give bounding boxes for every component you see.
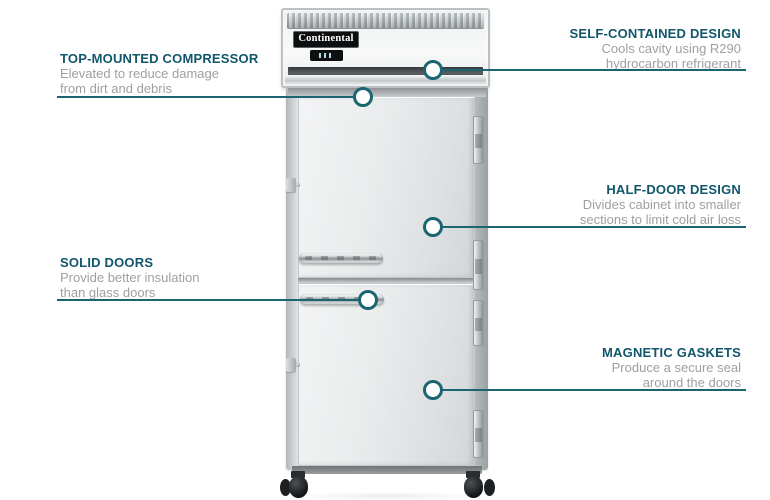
brand-logo: Continental <box>293 31 359 48</box>
cabinet <box>286 88 488 470</box>
door-divider <box>298 278 476 283</box>
self-contained-design-marker <box>423 60 443 80</box>
hinge-top-upper <box>473 116 484 164</box>
callout-half-door-design: HALF-DOOR DESIGN Divides cabinet into sm… <box>580 182 741 227</box>
callout-title: TOP-MOUNTED COMPRESSOR <box>60 51 259 66</box>
bottom-rail <box>292 466 482 474</box>
half-door-design-marker <box>423 217 443 237</box>
vent-slot <box>288 67 483 77</box>
top-door-lock <box>286 178 300 192</box>
right-rear-wheel <box>484 479 495 496</box>
solid-doors-line <box>57 299 368 301</box>
callout-title: SELF-CONTAINED DESIGN <box>569 26 741 41</box>
right-caster <box>458 471 495 499</box>
magnetic-gaskets-marker <box>423 380 443 400</box>
callout-magnetic-gaskets: MAGNETIC GASKETS Produce a secure seal a… <box>602 345 741 390</box>
temperature-display <box>310 50 343 61</box>
floor-shadow <box>290 492 484 500</box>
left-caster-plate <box>291 471 305 478</box>
callout-description-line: Elevated to reduce damage <box>60 66 219 81</box>
callout-title: MAGNETIC GASKETS <box>602 345 741 360</box>
callout-title: HALF-DOOR DESIGN <box>606 182 741 197</box>
callout-top-mounted-compressor: TOP-MOUNTED COMPRESSOR Elevated to reduc… <box>60 51 258 96</box>
bottom-half-door <box>298 283 475 466</box>
display-digits <box>319 53 334 58</box>
left-caster-wheel <box>289 476 308 498</box>
hinge-top-lower <box>473 240 484 290</box>
compressor-housing: Continental <box>281 8 490 88</box>
callout-description-line: sections to limit cold air loss <box>579 211 741 227</box>
top-mounted-compressor-line <box>57 96 363 98</box>
top-mounted-compressor-marker <box>353 87 373 107</box>
top-half-door <box>298 96 475 278</box>
left-rear-wheel <box>280 479 291 496</box>
housing-bottom-trim <box>285 75 486 85</box>
ventilation-grille <box>287 13 484 29</box>
callout-description-line: from dirt and debris <box>60 80 172 96</box>
callout-title: SOLID DOORS <box>60 255 154 270</box>
self-contained-design-line <box>433 69 746 71</box>
callout-description-line: Produce a secure seal <box>611 360 741 375</box>
solid-doors-marker <box>358 290 378 310</box>
callout-description-line: Cools cavity using R290 <box>601 41 741 56</box>
callout-description-line: than glass doors <box>60 284 156 300</box>
callout-description-line: Provide better insulation <box>60 270 200 285</box>
cabinet-top-recess <box>288 88 486 97</box>
hinge-bottom-lower <box>473 410 484 458</box>
top-door-handle <box>299 253 383 263</box>
callout-description-line: Divides cabinet into smaller <box>582 197 741 212</box>
half-door-design-line <box>433 226 746 228</box>
callout-self-contained-design: SELF-CONTAINED DESIGN Cools cavity using… <box>569 26 741 71</box>
right-caster-plate <box>466 471 480 478</box>
left-caster <box>280 471 317 499</box>
callout-description-line: around the doors <box>642 374 741 390</box>
right-caster-wheel <box>464 476 483 498</box>
callout-solid-doors: SOLID DOORS Provide better insulation th… <box>60 255 199 300</box>
magnetic-gaskets-line <box>433 389 746 391</box>
callout-description-line: hydrocarbon refrigerant <box>605 55 741 71</box>
hinge-bottom-upper <box>473 300 484 346</box>
bottom-door-lock <box>286 358 300 372</box>
